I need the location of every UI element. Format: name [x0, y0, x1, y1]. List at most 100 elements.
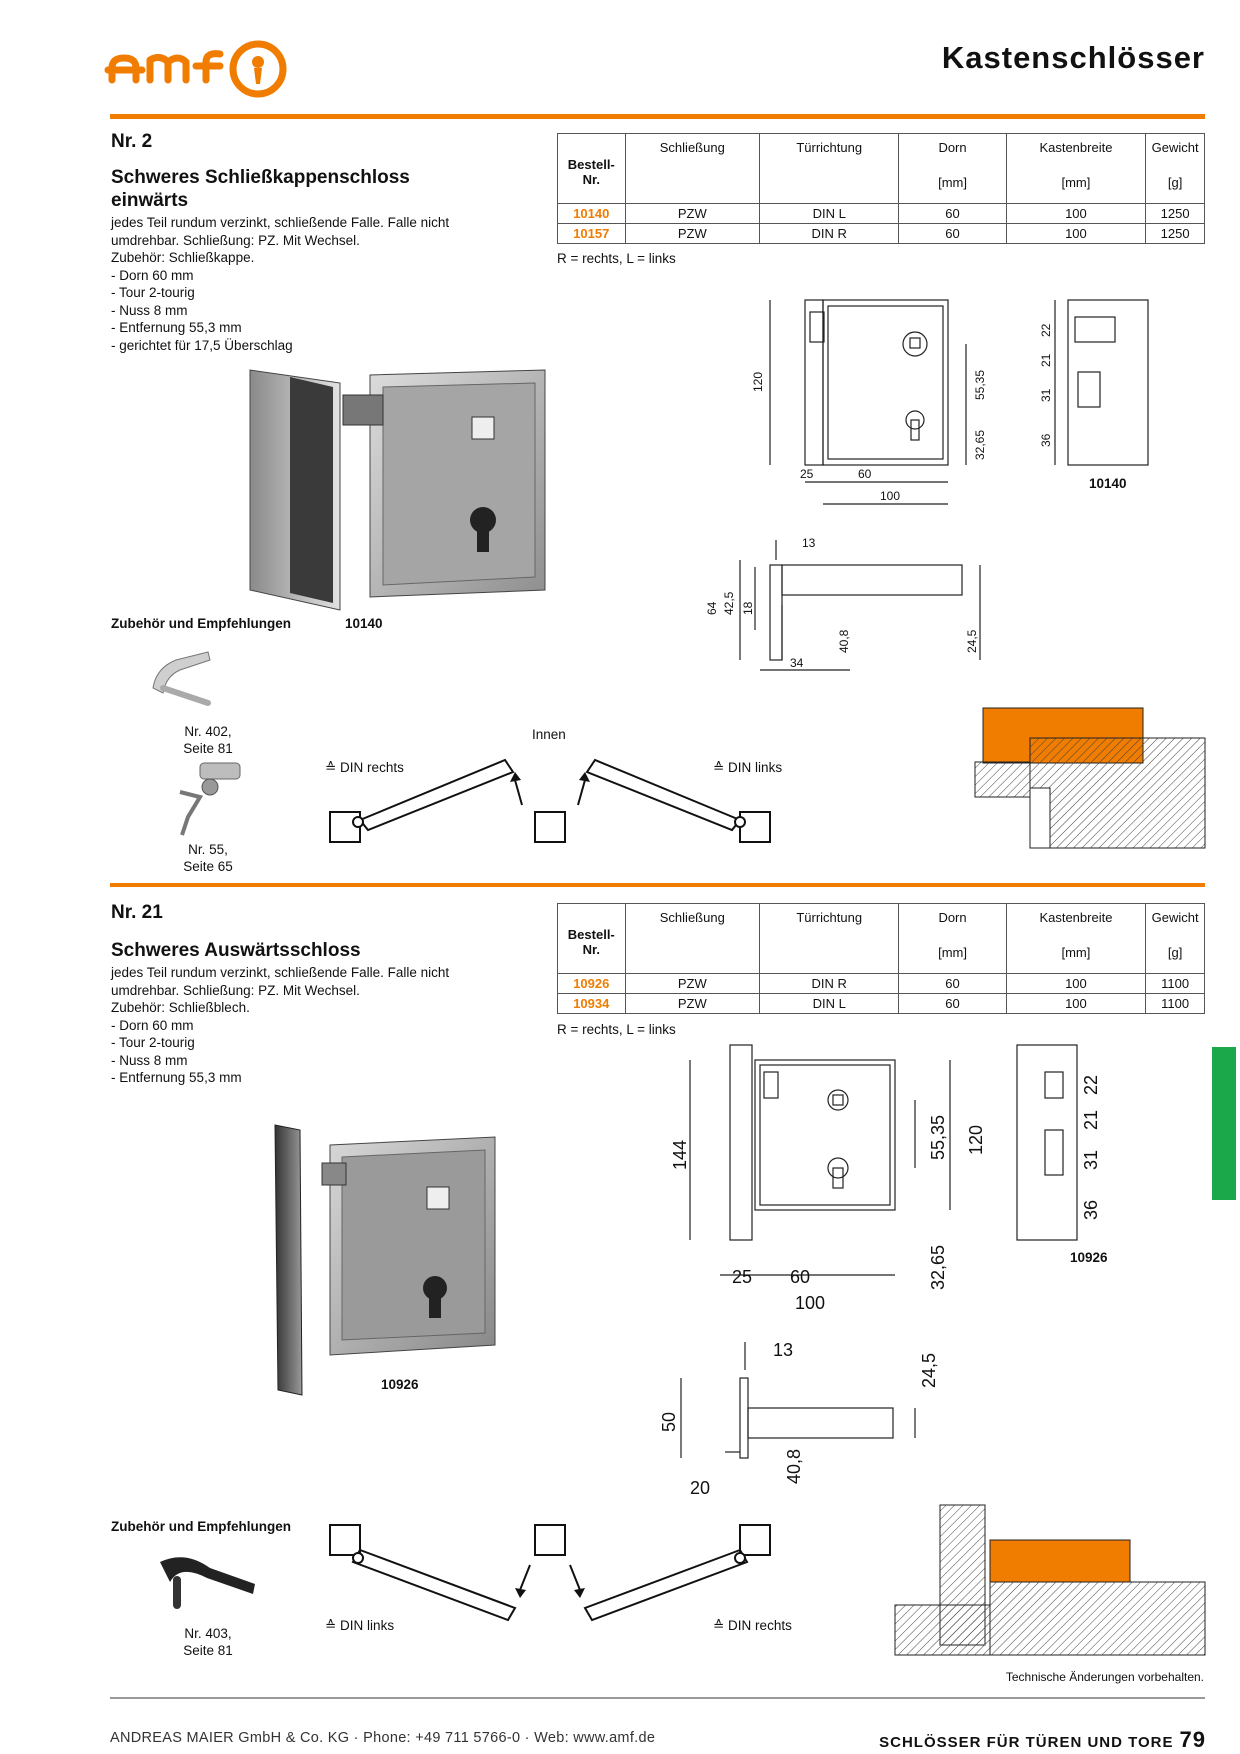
door-handle-402 [152, 651, 211, 706]
table-row: 10934 PZW DIN L 60 100 1100 [557, 993, 1205, 1014]
cell: 100 [1005, 203, 1147, 224]
section1-title: Schweres Schließkappenschloss einwärts [111, 167, 410, 211]
dim-120: 120 [751, 372, 765, 392]
order-number: 10926 [557, 973, 626, 994]
technical-drawing-10926: 144 55,35 120 32,65 25 60 22 21 31 36 [670, 1044, 1101, 1290]
section1-accessory2-caption: Nr. 55, Seite 65 [183, 842, 233, 874]
cell: DIN L [759, 203, 900, 224]
table-row: 10926 PZW DIN R 60 100 1100 [557, 973, 1205, 994]
section2-accessories-title: Zubehör und Empfehlungen [111, 1519, 291, 1534]
cell: DIN R [759, 223, 900, 244]
cylinder-55 [179, 762, 241, 836]
section1-accessory1-caption: Nr. 402, Seite 81 [183, 724, 233, 756]
lock-photo-10140 [249, 369, 546, 611]
header-rule [110, 114, 1205, 119]
dim-18: 18 [741, 601, 755, 615]
dim-24-5: 24,5 [919, 1353, 939, 1388]
footer-company: ANDREAS MAIER GmbH & Co. KG · Phone: +49… [110, 1730, 656, 1746]
col-dorn: Dorn[mm] [898, 133, 1007, 204]
dim-13: 13 [802, 536, 816, 550]
din-rechts-label: ≙ DIN rechts [325, 760, 404, 775]
dim-64: 64 [705, 601, 719, 615]
dim-36: 36 [1039, 433, 1053, 447]
page-number: 79 [1179, 1727, 1206, 1752]
din-diagram-section2 [329, 1524, 771, 1622]
dim-100: 100 [795, 1293, 826, 1313]
page-title: Kastenschlösser [941, 40, 1205, 75]
amf-logo [104, 40, 287, 98]
cell: 60 [898, 973, 1007, 994]
dim-24-5: 24,5 [965, 629, 979, 653]
cell: DIN L [759, 993, 900, 1014]
din-rechts-label-2: ≙ DIN rechts [713, 1618, 792, 1633]
dim-31: 31 [1039, 388, 1053, 402]
cell: 1100 [1145, 993, 1205, 1014]
section2-photo-label: 10926 [381, 1377, 419, 1392]
disclaimer: Technische Änderungen vorbehalten. [1005, 1670, 1204, 1684]
section-divider [110, 883, 1205, 887]
section1-accessories-title: Zubehör und Empfehlungen [111, 616, 291, 631]
col-kastenbreite: Kastenbreite[mm] [1005, 903, 1147, 974]
section2-drawing-label: 10926 [1070, 1250, 1108, 1265]
dim-40-8: 40,8 [784, 1448, 804, 1484]
col-schliessung: Schließung [624, 903, 761, 974]
din-links-label: ≙ DIN links [713, 760, 783, 775]
col-bestell: Bestell- Nr. [557, 903, 626, 974]
dim-21: 21 [1081, 1110, 1101, 1130]
cell: 60 [898, 993, 1007, 1014]
cell: 100 [1005, 993, 1147, 1014]
cell: 60 [898, 223, 1007, 244]
cell: PZW [624, 973, 761, 994]
section1-note: R = rechts, L = links [557, 251, 676, 266]
innen-label: Innen [532, 727, 566, 742]
door-handle-403 [160, 1557, 255, 1609]
order-number: 10140 [557, 203, 626, 224]
footer-rule [110, 1697, 1205, 1699]
dim-22: 22 [1039, 323, 1053, 337]
din-links-label-2: ≙ DIN links [325, 1618, 395, 1633]
dim-42-5: 42,5 [722, 591, 736, 615]
section2-accessory1-caption: Nr. 403, Seite 81 [183, 1626, 233, 1658]
dim-21: 21 [1039, 353, 1053, 367]
dim-22: 22 [1081, 1075, 1101, 1095]
cell: 100 [1005, 973, 1147, 994]
lock-photo-10926 [274, 1124, 496, 1396]
installation-section1 [974, 707, 1206, 849]
order-number: 10157 [557, 223, 626, 244]
dim-25: 25 [800, 467, 814, 481]
section1-photo-label: 10140 [345, 616, 383, 631]
dim-100: 100 [880, 489, 900, 503]
section1-drawing-label: 10140 [1089, 476, 1127, 491]
cell: PZW [624, 993, 761, 1014]
dim-36: 36 [1081, 1200, 1101, 1220]
category-side-tab [1212, 1047, 1236, 1200]
cell: 60 [898, 203, 1007, 224]
order-number: 10934 [557, 993, 626, 1014]
section2-title: Schweres Auswärtsschloss [111, 940, 361, 961]
dim-34: 34 [790, 656, 804, 670]
dim-20: 20 [690, 1478, 711, 1498]
cell: 1250 [1145, 223, 1205, 244]
strike-drawing-10140: 13 64 42,5 18 40,8 24,5 34 [705, 536, 981, 671]
cell: 1250 [1145, 203, 1205, 224]
col-tuerrichtung: Türrichtung [759, 903, 900, 974]
section1-description: jedes Teil rundum verzinkt, schließende … [111, 215, 450, 353]
dim-31: 31 [1081, 1150, 1101, 1170]
col-gewicht: Gewicht[g] [1145, 133, 1205, 204]
section2-note: R = rechts, L = links [557, 1022, 676, 1037]
col-dorn: Dorn[mm] [898, 903, 1007, 974]
dim-32-65: 32,65 [928, 1245, 948, 1290]
section2-spec-table: Bestell- Nr. Schließung Türrichtung Dorn… [557, 903, 1205, 1014]
col-tuerrichtung: Türrichtung [759, 133, 900, 204]
dim-40-8: 40,8 [837, 629, 851, 653]
cell: 100 [1005, 223, 1147, 244]
din-diagram-section1 [329, 758, 771, 843]
table-row: 10140 PZW DIN L 60 100 1250 [557, 203, 1205, 224]
dim-120: 120 [966, 1125, 986, 1155]
dim-13: 13 [773, 1340, 793, 1360]
cell: 1100 [1145, 973, 1205, 994]
technical-drawing-10140: 120 55,35 32,65 25 60 100 22 21 31 36 [751, 299, 1149, 505]
cell: DIN R [759, 973, 900, 994]
dim-32-65: 32,65 [973, 430, 987, 460]
dim-60: 60 [858, 467, 872, 481]
